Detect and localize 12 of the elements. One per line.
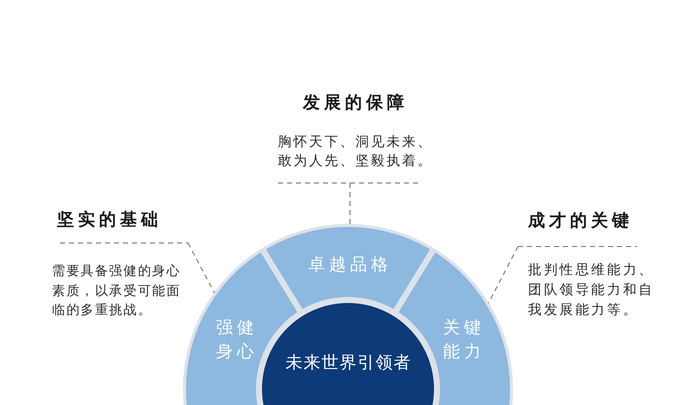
segment-label: 强健身心 [215,317,259,364]
center-label: 未来世界引领者 [284,352,412,375]
callout-heading: 坚实的基础 [57,209,162,232]
callout-text: 需要具备强健的身心素质，以承受可能面临的多重挑战。 [52,263,182,320]
segment-label: 卓越品格 [307,254,392,277]
leader-line [188,242,215,294]
callout-heading: 成才的关键 [528,210,633,233]
callout-text: 批判性思维能力、团队领导能力和自我发展能力等。 [528,261,656,320]
callout-text: 胸怀天下、洞见未来、敢为人先、坚毅执着。 [278,132,434,170]
leader-line [488,246,518,304]
segment-label: 关键能力 [442,317,486,364]
callout-heading: 发展的保障 [303,92,408,115]
